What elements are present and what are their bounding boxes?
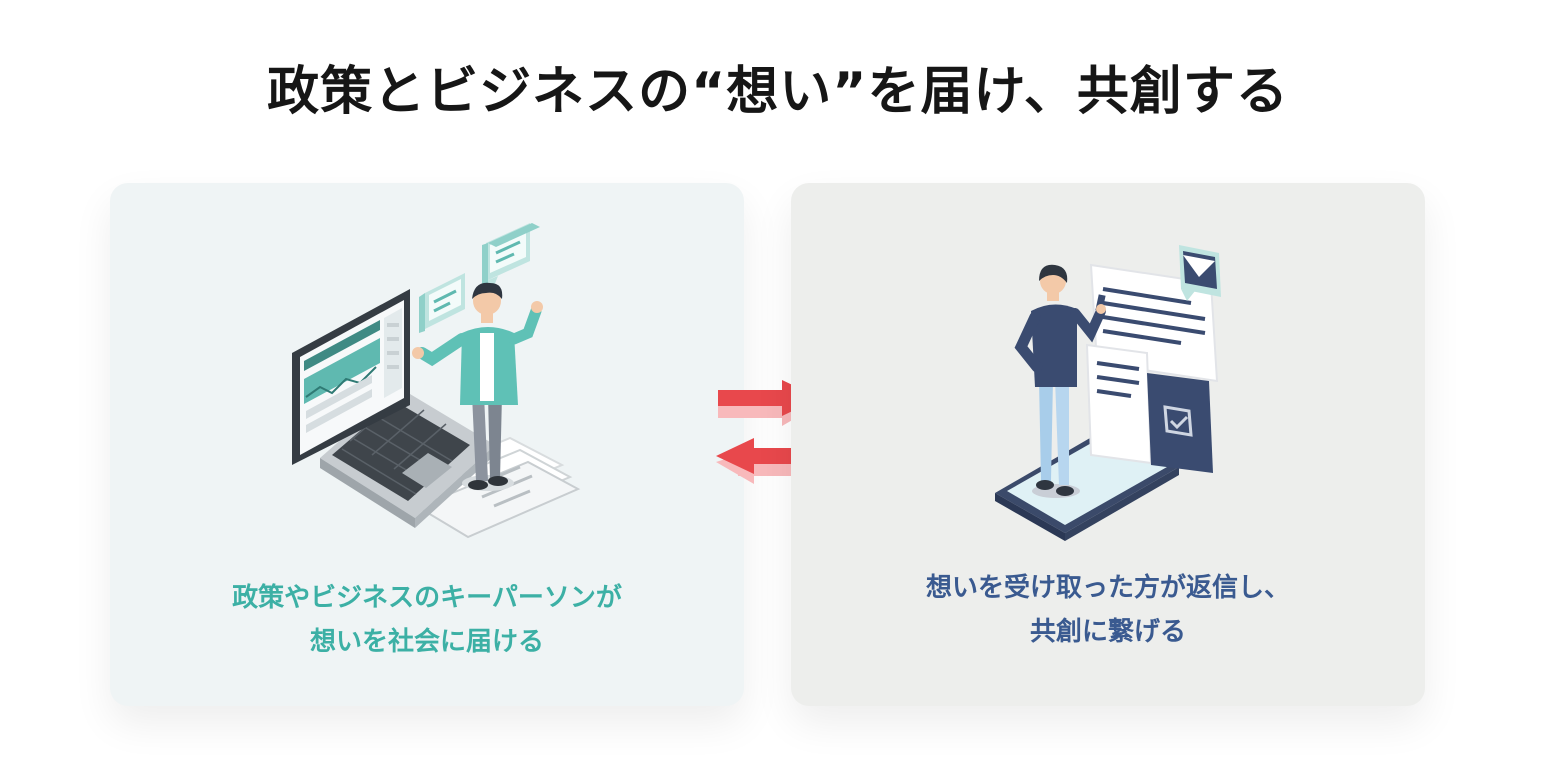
page-title: 政策とビジネスの“想い”を届け、共創する: [267, 62, 1289, 122]
right-panel: 想いを受け取った方が返信し、 共創に繋げる: [791, 183, 1425, 706]
chat-bubble-icon: [486, 223, 530, 291]
left-panel: 政策やビジネスのキーパーソンが 想いを社会に届ける: [110, 183, 744, 706]
chat-bubble-icon: [482, 223, 540, 285]
person-icon: [1014, 264, 1106, 498]
person-on-smartphone-illustration: [995, 245, 1221, 541]
right-caption-line2: 共創に繋げる: [1029, 617, 1186, 647]
right-caption-line1: 想いを受け取った方が返信し、: [925, 573, 1290, 603]
person-with-laptop-illustration: [292, 223, 581, 539]
mail-icon: [1179, 245, 1221, 301]
left-caption-line1: 政策やビジネスのキーパーソンが: [232, 583, 622, 613]
document-icon: [1085, 263, 1219, 473]
right-caption: 想いを受け取った方が返信し、 共創に繋げる: [791, 566, 1425, 654]
chat-bubble-icon: [419, 273, 465, 333]
left-caption: 政策やビジネスのキーパーソンが 想いを社会に届ける: [110, 576, 744, 664]
laptop-icon: [292, 289, 495, 528]
left-caption-line2: 想いを社会に届ける: [309, 627, 544, 657]
person-icon: [412, 282, 543, 491]
